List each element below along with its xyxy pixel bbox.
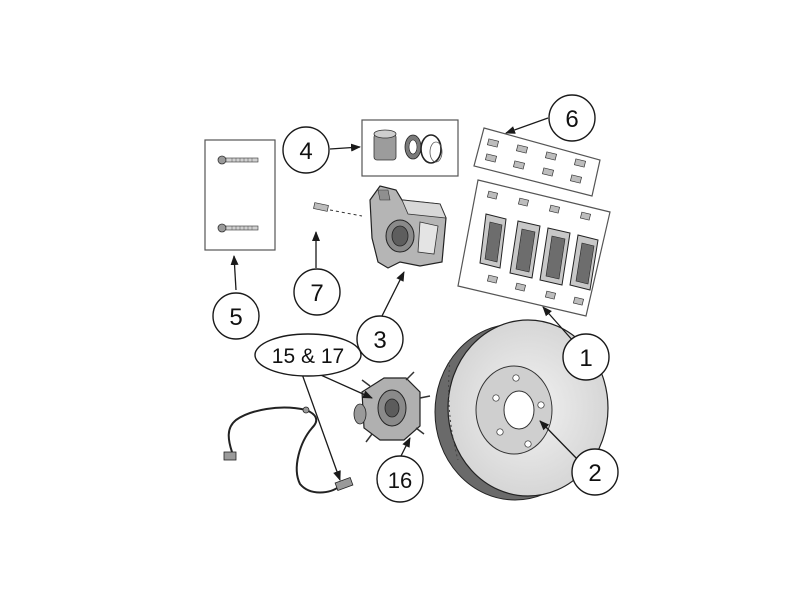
brake-caliper bbox=[369, 185, 447, 269]
clip-hardware-box bbox=[473, 127, 601, 197]
brake-pad-1 bbox=[479, 213, 507, 269]
seal-rings bbox=[404, 134, 443, 164]
leader-15-17a bbox=[301, 373, 341, 481]
leader-16 bbox=[399, 437, 411, 459]
callout-5-label: 5 bbox=[229, 304, 242, 331]
callout-6-label: 6 bbox=[565, 106, 578, 133]
brake-pad-3 bbox=[539, 227, 571, 286]
leader-2 bbox=[539, 420, 583, 465]
pad-clips-bottom bbox=[486, 274, 585, 306]
callout-3-label: 3 bbox=[373, 327, 386, 354]
piston-seal-kit-box bbox=[361, 119, 459, 177]
callouts: 6 4 7 5 3 1 15 & 17 16 bbox=[212, 94, 619, 503]
leader-1 bbox=[542, 306, 575, 343]
callout-7-label: 7 bbox=[310, 280, 323, 307]
callout-16: 16 bbox=[376, 455, 424, 503]
callout-7: 7 bbox=[293, 268, 341, 316]
callout-6: 6 bbox=[548, 94, 596, 142]
brake-pad-2 bbox=[509, 220, 541, 279]
callout-1-label: 1 bbox=[579, 345, 592, 372]
bleeder-screw bbox=[313, 202, 363, 217]
brake-pads-box bbox=[457, 179, 611, 317]
callout-2-label: 2 bbox=[588, 460, 601, 487]
guide-bolt-upper bbox=[217, 155, 259, 165]
leader-lines bbox=[230, 117, 583, 481]
leader-5 bbox=[230, 255, 239, 291]
callout-16-label: 16 bbox=[388, 468, 412, 493]
callout-15-17-label: 15 & 17 bbox=[272, 345, 344, 368]
leader-15-17b bbox=[313, 371, 373, 399]
piston bbox=[373, 129, 397, 161]
callout-4: 4 bbox=[282, 126, 330, 174]
callout-4-label: 4 bbox=[299, 138, 312, 165]
wheel-speed-sensor bbox=[223, 406, 354, 494]
callout-2: 2 bbox=[571, 448, 619, 496]
guide-bolt-lower bbox=[217, 223, 259, 233]
leader-4 bbox=[329, 143, 361, 152]
hub-bearing bbox=[353, 371, 431, 443]
brake-pad-4 bbox=[569, 234, 599, 291]
pad-clips-top bbox=[486, 190, 592, 221]
leader-3 bbox=[380, 271, 405, 319]
callout-1: 1 bbox=[562, 333, 610, 381]
callout-5: 5 bbox=[212, 292, 260, 340]
callout-3: 3 bbox=[356, 315, 404, 363]
leader-6 bbox=[505, 117, 549, 134]
callout-15-17: 15 & 17 bbox=[254, 333, 362, 377]
bolt-kit-box bbox=[204, 139, 276, 251]
